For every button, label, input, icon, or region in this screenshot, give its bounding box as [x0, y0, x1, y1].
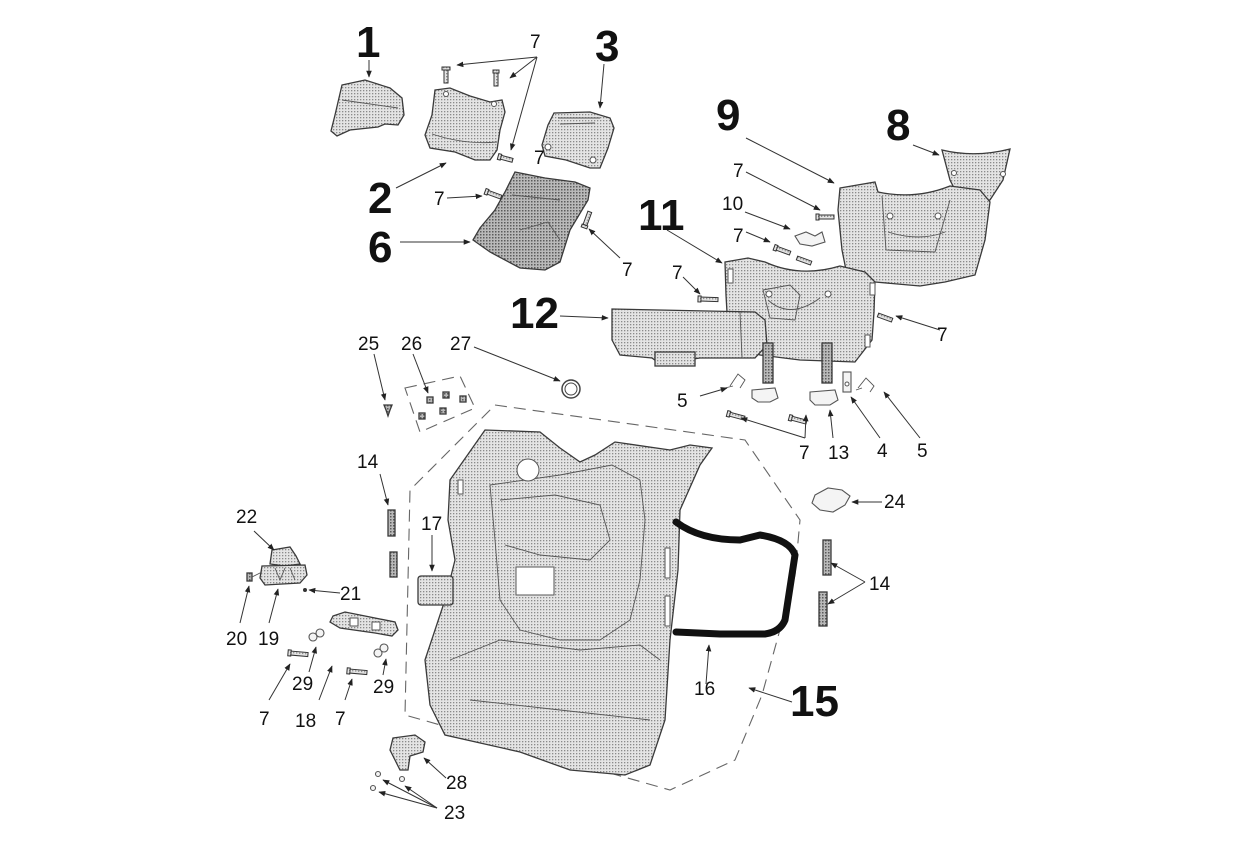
leader-lines — [239, 56, 941, 809]
callout-10: 10 — [722, 194, 743, 215]
part-1-front-cover — [330, 79, 405, 137]
screws-7 — [287, 66, 894, 676]
callout-8: 8 — [886, 101, 910, 150]
callout-21: 21 — [340, 584, 361, 605]
part-22-lock-cover — [269, 546, 301, 567]
part-29-washers — [308, 628, 389, 658]
part-21-clip — [303, 588, 307, 592]
part-26-nuts — [418, 391, 467, 420]
callout-3: 3 — [595, 22, 619, 71]
callout-5-right: 5 — [917, 441, 928, 462]
part-13-hooks — [751, 342, 839, 406]
callout-19: 19 — [258, 629, 279, 650]
part-23-washers — [369, 770, 406, 792]
part-20-lock-pin — [246, 571, 263, 582]
part-18-mounting-plate — [329, 611, 399, 637]
callout-7-right-11: 7 — [937, 325, 948, 346]
callout-16: 16 — [694, 679, 715, 700]
callout-1: 1 — [356, 18, 380, 67]
callout-14-left: 14 — [357, 452, 379, 473]
part-3-right-cover — [541, 111, 615, 169]
callout-2: 2 — [368, 174, 392, 223]
callout-labels: 1 2 3 4 5 5 6 7 7 7 7 7 7 7 7 7 7 7 8 9 … — [226, 18, 948, 824]
callout-5-left: 5 — [677, 391, 688, 412]
callout-18: 18 — [295, 711, 316, 732]
callout-25: 25 — [358, 334, 379, 355]
callout-29-right: 29 — [373, 677, 394, 698]
part-28-lock-latch — [389, 734, 426, 771]
callout-26: 26 — [401, 334, 422, 355]
part-27-ring-grommet — [561, 379, 581, 399]
callout-24: 24 — [884, 492, 906, 513]
part-16-hose — [672, 518, 799, 638]
part-12-glovebox-lid — [611, 308, 768, 367]
part-17-cover-cap — [417, 575, 454, 606]
callout-7-under-11: 7 — [799, 443, 810, 464]
part-2-center-cover — [424, 87, 506, 161]
callout-14-right: 14 — [869, 574, 891, 595]
callout-23: 23 — [444, 803, 465, 824]
callout-7-near-2: 7 — [534, 148, 545, 169]
part-24-clip — [811, 487, 851, 513]
part-19-lock-body — [259, 564, 308, 586]
callout-22: 22 — [236, 507, 257, 528]
callout-6: 6 — [368, 223, 392, 272]
callout-11: 11 — [638, 191, 685, 240]
callout-29-left: 29 — [292, 674, 313, 695]
callout-7-near-10: 7 — [733, 226, 744, 247]
callout-7-left-18: 7 — [259, 709, 270, 730]
part-25-push-rivet — [383, 404, 393, 419]
callout-9: 9 — [716, 91, 740, 140]
nut-group-outline — [404, 375, 476, 433]
part-4-plate — [842, 371, 852, 393]
callout-7-near-6: 7 — [434, 189, 445, 210]
callout-15: 15 — [790, 677, 839, 726]
callout-7-right-6: 7 — [622, 260, 633, 281]
part-10-bracket — [794, 231, 826, 247]
part-6-lower-tray — [472, 171, 591, 271]
callout-7-top: 7 — [530, 32, 541, 53]
callout-4: 4 — [877, 441, 888, 462]
callout-17: 17 — [421, 514, 442, 535]
callout-7-right-18: 7 — [335, 709, 346, 730]
callout-12: 12 — [510, 289, 559, 338]
part-14-rubber-strips — [387, 509, 832, 627]
callout-13: 13 — [828, 443, 849, 464]
callout-27: 27 — [450, 334, 471, 355]
part-15-inner-leg-shield — [424, 429, 714, 776]
part-5-springs — [724, 373, 875, 393]
callout-28: 28 — [446, 773, 467, 794]
callout-7-near-9: 7 — [733, 161, 744, 182]
callout-7-near-11: 7 — [672, 263, 683, 284]
callout-20: 20 — [226, 629, 247, 650]
